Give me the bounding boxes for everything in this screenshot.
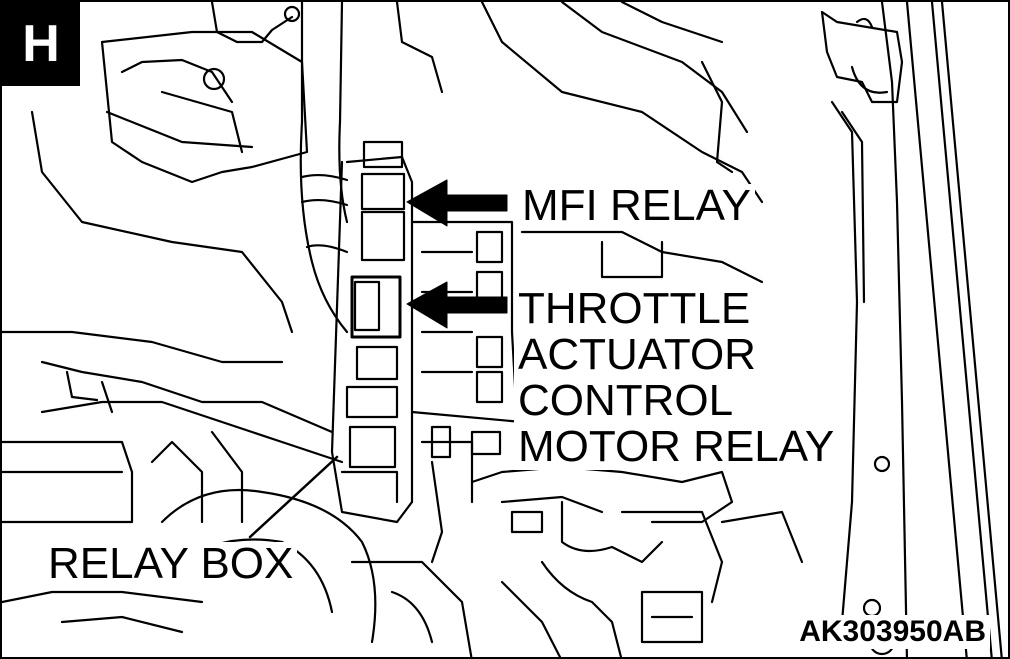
figure-id: AK303950AB [795, 615, 990, 649]
relay-box-label: RELAY BOX [44, 542, 298, 586]
mfi-relay-label: MFI RELAY [518, 184, 756, 228]
fuse-block [410, 220, 764, 564]
throttle-line-2: ACTUATOR [518, 330, 756, 379]
relay-box-leader [248, 455, 339, 539]
hose [299, 2, 349, 334]
throttle-arrow [406, 281, 508, 329]
throttle-relay-label: THROTTLE ACTUATOR CONTROL MOTOR RELAY [514, 284, 839, 471]
ecu-area [470, 465, 804, 644]
relay-box [330, 140, 414, 524]
throttle-line-3: CONTROL [518, 376, 734, 425]
body-panel [820, 2, 1003, 657]
section-badge: H [2, 2, 80, 86]
callout-arrows [248, 179, 508, 539]
throttle-line-1: THROTTLE [518, 284, 751, 333]
mfi-arrow [406, 179, 508, 227]
top-structure [2, 2, 764, 364]
throttle-line-4: MOTOR RELAY [518, 422, 835, 471]
